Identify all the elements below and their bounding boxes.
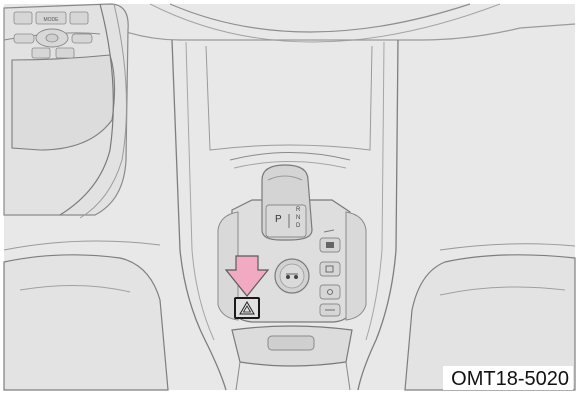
figure-code: OMT18-5020 <box>443 366 573 390</box>
tray-handle[interactable] <box>268 336 314 350</box>
auto-hold-button[interactable] <box>320 285 340 299</box>
wheel-button[interactable] <box>14 12 32 24</box>
wheel-button[interactable] <box>32 48 50 58</box>
gear-d-label: D <box>296 223 301 229</box>
camera-button[interactable] <box>320 262 340 276</box>
hazard-button[interactable] <box>235 298 259 318</box>
park-label: P <box>275 214 282 225</box>
mode-button-label: MODE <box>44 17 60 23</box>
gear-n-label: N <box>296 215 300 221</box>
parking-assist-icon <box>326 242 334 248</box>
gear-r-label: R <box>296 207 301 213</box>
wheel-button[interactable] <box>70 12 88 24</box>
steering-wheel: MODE <box>4 4 128 218</box>
left-seat <box>4 255 168 390</box>
wheel-button[interactable] <box>56 48 74 58</box>
